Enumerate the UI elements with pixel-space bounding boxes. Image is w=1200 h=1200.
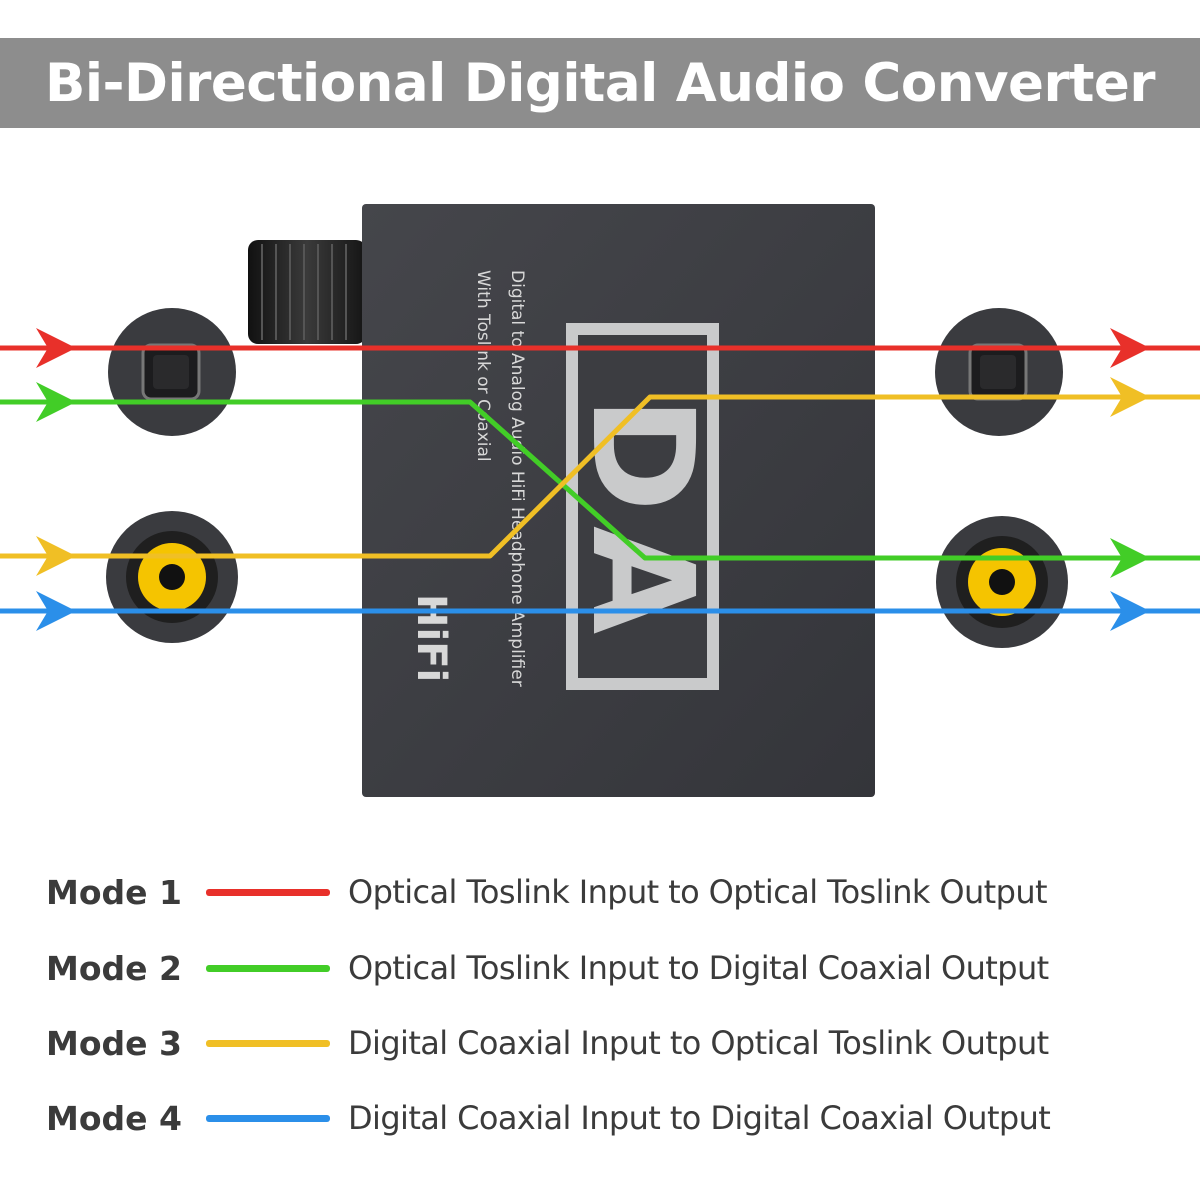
optical-input-port bbox=[108, 308, 236, 436]
mode-3-input-arrow bbox=[36, 536, 76, 576]
mode-2-path bbox=[0, 399, 1200, 561]
device-caption-2: With Toslink or Coaxial bbox=[473, 270, 493, 462]
mode-2-input-arrow bbox=[36, 382, 76, 422]
logo-letter-a: A bbox=[560, 526, 723, 634]
title-banner: Bi-Directional Digital Audio Converter bbox=[0, 38, 1200, 128]
mode-1-output-arrow bbox=[1110, 328, 1150, 368]
coaxial-output-port bbox=[936, 516, 1068, 648]
mode-2-output-arrow bbox=[1110, 538, 1150, 578]
mode-1-input-arrow bbox=[36, 328, 76, 368]
volume-knob bbox=[248, 240, 366, 344]
da-logo: D A bbox=[560, 323, 723, 690]
brand-label: HiFi bbox=[408, 594, 454, 682]
optical-output-port bbox=[935, 308, 1063, 436]
mode-3-output-arrow bbox=[1110, 377, 1150, 417]
coaxial-input-port bbox=[106, 511, 238, 643]
page-title: Bi-Directional Digital Audio Converter bbox=[44, 52, 1156, 114]
mode-3-path bbox=[0, 394, 1200, 559]
mode-4-output-arrow bbox=[1110, 591, 1150, 631]
device-caption-1: Digital to Analog Audio HiFi Headphone A… bbox=[507, 270, 527, 687]
logo-letter-d: D bbox=[560, 396, 723, 512]
mode-4-input-arrow bbox=[36, 591, 76, 631]
